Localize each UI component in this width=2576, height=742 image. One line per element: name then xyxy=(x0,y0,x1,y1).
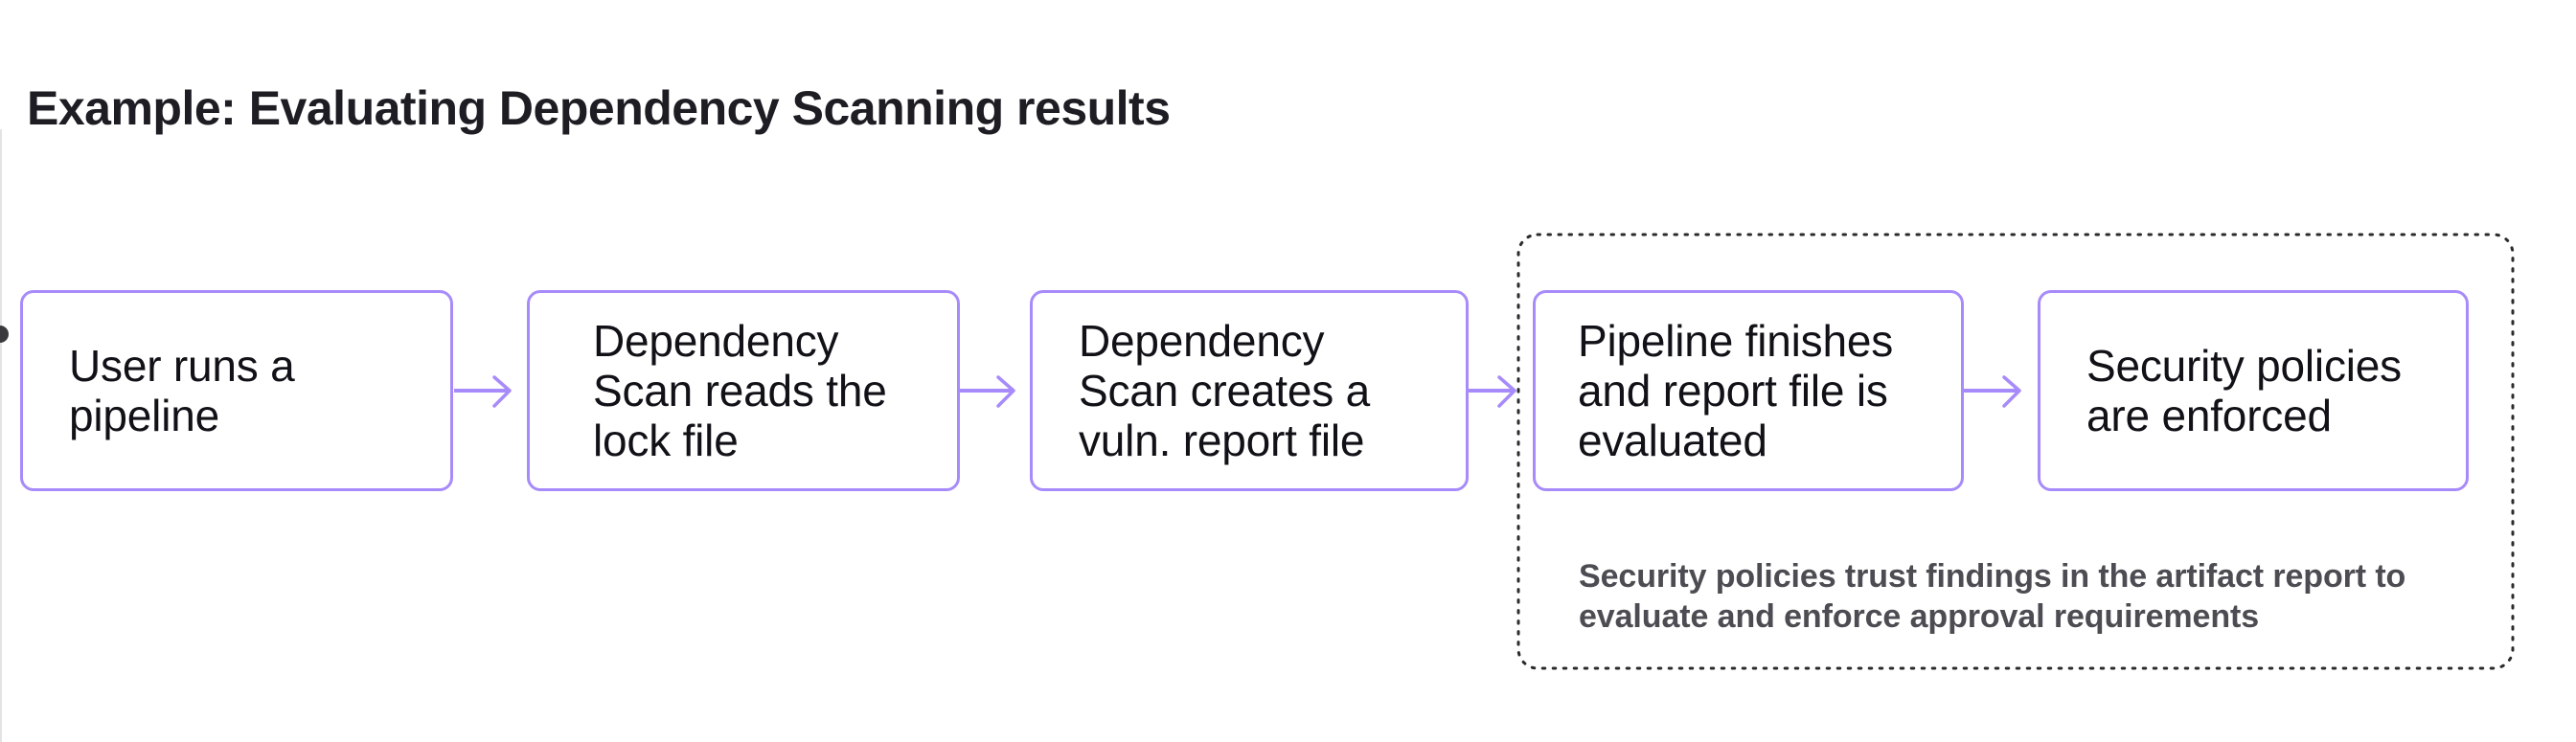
flow-node-label: User runs a pipeline xyxy=(69,341,295,440)
flow-node-label: Pipeline finishes and report file is eva… xyxy=(1578,316,1894,465)
flow-node-pipeline-finishes-evaluated: Pipeline finishes and report file is eva… xyxy=(1533,290,1964,491)
flow-node-label: Dependency Scan reads the lock file xyxy=(593,316,887,465)
flow-node-label: Dependency Scan creates a vuln. report f… xyxy=(1079,316,1371,465)
flow-node-user-runs-pipeline: User runs a pipeline xyxy=(20,290,453,491)
page-title: Example: Evaluating Dependency Scanning … xyxy=(27,81,1171,135)
policy-evaluation-note: Security policies trust findings in the … xyxy=(1579,558,2406,635)
flow-node-security-policies-enforced: Security policies are enforced xyxy=(2038,290,2469,491)
dotted-border xyxy=(1516,233,2515,670)
clipped-edge-line xyxy=(0,129,2,742)
flow-arrow-1-icon xyxy=(454,375,512,408)
flow-arrow-4-icon xyxy=(1964,375,2021,408)
flow-arrow-2-icon xyxy=(960,375,1015,408)
flow-node-label: Security policies are enforced xyxy=(2086,341,2402,440)
flow-arrow-3-icon xyxy=(1469,375,1516,408)
flow-node-dependency-scan-reads-lock: Dependency Scan reads the lock file xyxy=(527,290,960,491)
flow-node-dependency-scan-creates-report: Dependency Scan creates a vuln. report f… xyxy=(1030,290,1469,491)
policy-evaluation-group xyxy=(1516,233,2515,670)
clipped-edge-dot xyxy=(0,326,9,343)
